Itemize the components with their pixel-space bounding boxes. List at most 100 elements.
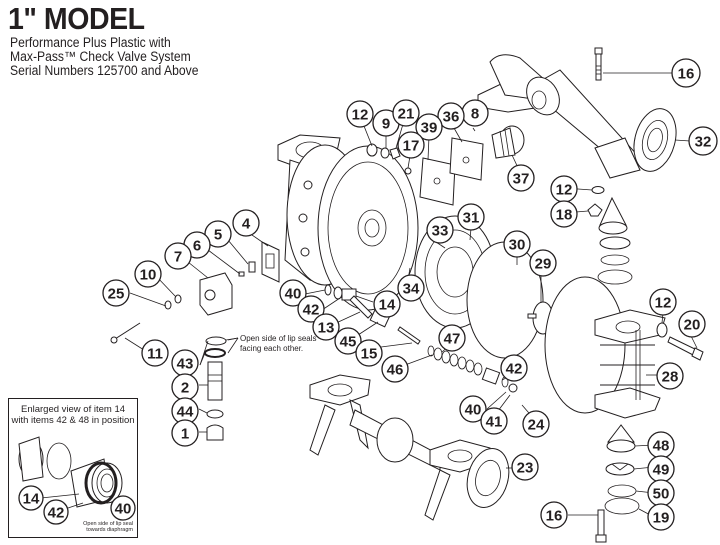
- svg-text:19: 19: [653, 510, 670, 527]
- svg-text:8: 8: [471, 106, 479, 123]
- svg-text:12: 12: [556, 182, 573, 199]
- muffler-part: [491, 125, 525, 159]
- callout-48: 48: [647, 431, 675, 459]
- svg-text:5: 5: [214, 227, 222, 244]
- callout-36: 36: [437, 102, 465, 130]
- callout-44: 44: [171, 397, 199, 425]
- callout-28: 28: [656, 362, 684, 390]
- inset-drawing: 14 42 40: [18, 436, 136, 525]
- upper-check-valve-part: [587, 186, 633, 285]
- callout-15: 15: [355, 339, 383, 367]
- svg-text:41: 41: [486, 414, 503, 431]
- callout-13: 13: [312, 313, 340, 341]
- callout-16-top: 16: [671, 58, 701, 88]
- inset-housing-part: [18, 436, 123, 508]
- svg-text:28: 28: [662, 369, 679, 386]
- svg-text:1: 1: [181, 426, 189, 443]
- lower-check-valve-part: [604, 424, 640, 515]
- inset-note-line-2: towards diaphragm: [86, 527, 133, 533]
- discharge-manifold-part: [477, 54, 677, 179]
- inset-callout-40: 40: [110, 495, 136, 521]
- callout-41: 41: [480, 407, 508, 435]
- callout-4: 4: [232, 209, 260, 237]
- inset-note: Open side of lip seal towards diaphragm: [73, 521, 133, 533]
- callout-30: 30: [503, 230, 531, 258]
- callout-12-b: 12: [550, 175, 578, 203]
- callout-14: 14: [373, 290, 401, 318]
- callout-20: 20: [678, 310, 706, 338]
- svg-text:20: 20: [684, 317, 701, 334]
- svg-text:39: 39: [421, 120, 438, 137]
- seal-stack-part: [427, 345, 518, 393]
- air-valve-part: [164, 241, 280, 316]
- callout-40-a: 40: [279, 279, 307, 307]
- svg-text:23: 23: [517, 460, 534, 477]
- svg-text:2: 2: [181, 380, 189, 397]
- callout-45: 45: [334, 327, 362, 355]
- svg-text:49: 49: [653, 462, 670, 479]
- inset-callout-14: 14: [18, 485, 44, 511]
- svg-text:25: 25: [108, 286, 125, 303]
- callout-1: 1: [171, 419, 199, 447]
- svg-text:9: 9: [382, 116, 390, 133]
- intake-manifold-part: [309, 374, 510, 521]
- callout-43: 43: [171, 349, 199, 377]
- svg-text:24: 24: [528, 417, 545, 434]
- callout-33: 33: [426, 216, 454, 244]
- callout-50: 50: [647, 479, 675, 507]
- svg-text:12: 12: [655, 295, 672, 312]
- model-title: 1" MODEL: [8, 1, 145, 36]
- svg-text:14: 14: [23, 491, 40, 508]
- callout-16-bottom: 16: [540, 501, 568, 529]
- shaft-assembly-part: [324, 284, 421, 345]
- svg-text:17: 17: [403, 138, 420, 155]
- svg-text:4: 4: [242, 216, 251, 233]
- svg-text:44: 44: [177, 404, 194, 421]
- svg-text:32: 32: [695, 134, 712, 151]
- subtitle-line-2: Max-Pass™ Check Valve System: [10, 49, 191, 64]
- callout-46: 46: [381, 355, 409, 383]
- svg-text:47: 47: [444, 331, 461, 348]
- gasket-plate-part: [419, 137, 484, 206]
- inset-title-line-1: Enlarged view of item 14: [20, 404, 126, 415]
- svg-text:29: 29: [535, 256, 552, 273]
- callout-49: 49: [647, 455, 675, 483]
- enlarged-view-inset: Enlarged view of item 14 with items 42 &…: [8, 398, 138, 538]
- svg-text:42: 42: [48, 505, 65, 522]
- svg-text:31: 31: [463, 210, 480, 227]
- callout-19: 19: [647, 503, 675, 531]
- lip-seals-note-line-1: Open side of lip seals: [240, 334, 317, 343]
- svg-text:48: 48: [653, 438, 670, 455]
- svg-text:15: 15: [361, 346, 378, 363]
- lip-seals-note-line-2: facing each other.: [240, 344, 303, 353]
- right-air-chamber-part: [544, 276, 666, 419]
- svg-text:43: 43: [177, 356, 194, 373]
- svg-text:42: 42: [506, 361, 523, 378]
- lip-seals-note: Open side of lip seals facing each other…: [225, 334, 317, 353]
- svg-text:30: 30: [509, 237, 526, 254]
- svg-text:40: 40: [115, 501, 132, 518]
- svg-text:40: 40: [285, 286, 302, 303]
- svg-text:10: 10: [140, 267, 157, 284]
- callout-17: 17: [397, 131, 425, 159]
- callout-2: 2: [171, 373, 199, 401]
- inset-callout-42: 42: [43, 499, 69, 525]
- callout-11: 11: [141, 339, 169, 367]
- callout-12-c: 12: [649, 288, 677, 316]
- svg-text:14: 14: [379, 297, 396, 314]
- callout-12-a: 12: [346, 100, 374, 128]
- bottom-bolt-part: [595, 509, 607, 543]
- svg-text:37: 37: [513, 171, 530, 188]
- callout-25: 25: [102, 279, 130, 307]
- callout-18: 18: [550, 200, 578, 228]
- callout-42-a: 42: [297, 295, 325, 323]
- inset-title: Enlarged view of item 14 with items 42 &…: [9, 404, 137, 426]
- svg-text:21: 21: [398, 106, 415, 123]
- subtitle-line-1: Performance Plus Plastic with: [10, 35, 171, 50]
- callout-23: 23: [511, 453, 539, 481]
- svg-text:33: 33: [432, 223, 449, 240]
- svg-text:12: 12: [352, 107, 369, 124]
- small-hardware-parts: [366, 143, 412, 175]
- svg-text:45: 45: [340, 334, 357, 351]
- callout-8: 8: [461, 99, 489, 127]
